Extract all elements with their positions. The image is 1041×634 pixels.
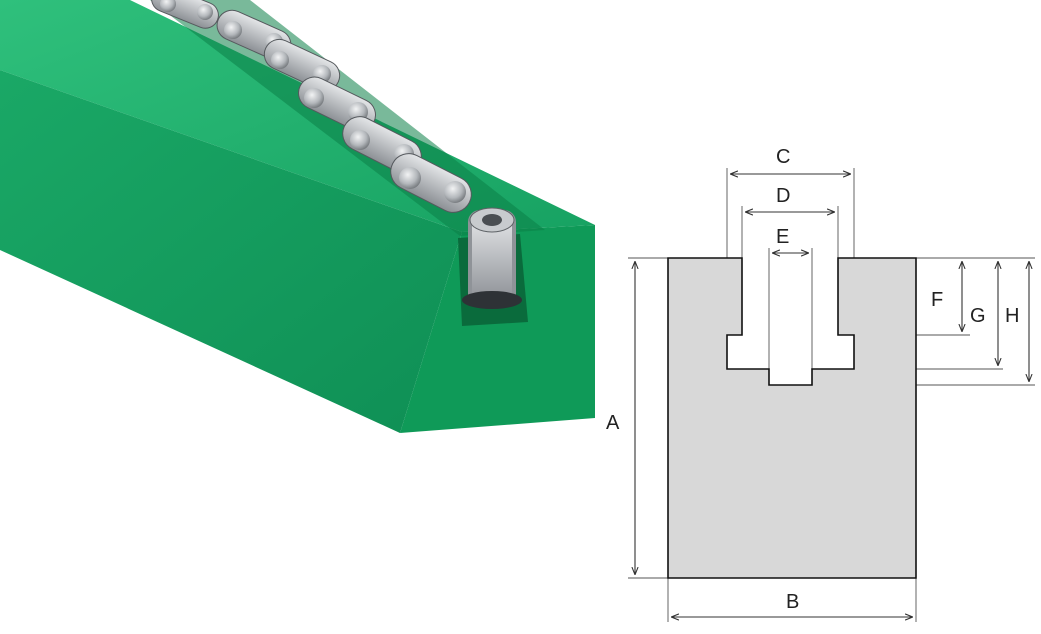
chain-link	[390, 153, 472, 213]
profile-drawing: A B C D E F G H	[606, 146, 1035, 622]
label-a: A	[606, 412, 620, 434]
guide-end-face	[400, 225, 595, 433]
chain-guide-photo	[0, 0, 595, 433]
label-h: H	[1005, 305, 1019, 327]
label-d: D	[776, 185, 790, 207]
label-b: B	[786, 591, 799, 613]
end-roller	[462, 207, 522, 309]
chain-link	[151, 0, 219, 29]
label-e: E	[776, 226, 789, 248]
label-c: C	[776, 146, 790, 168]
profile-body	[667, 257, 917, 579]
label-g: G	[970, 305, 986, 327]
guide-side-face	[0, 70, 462, 433]
roller-chain	[151, 0, 522, 309]
label-f: F	[931, 289, 943, 311]
